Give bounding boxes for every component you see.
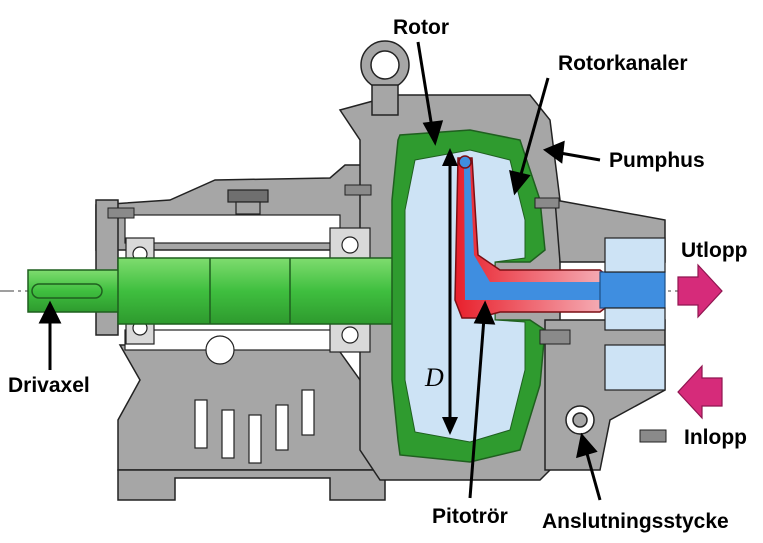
- diameter-label: D: [424, 363, 444, 392]
- label-pitotror: Pitotrör: [432, 505, 508, 528]
- eye-bolt-hole: [370, 50, 400, 80]
- label-pumphus: Pumphus: [609, 149, 705, 172]
- label-drivaxel: Drivaxel: [8, 374, 90, 397]
- label-inlopp: Inlopp: [684, 426, 747, 449]
- inlet-arrow: [677, 364, 723, 420]
- outlet-flow: [599, 271, 666, 309]
- frame-fins: [194, 389, 315, 464]
- rotor-leader: [416, 41, 434, 129]
- pumphus-leader-head: [542, 140, 565, 164]
- pitotror-leader-head: [473, 300, 496, 325]
- drive-shaft: [27, 257, 419, 325]
- anslutningsstycke-leader: [584, 449, 602, 501]
- anslutningsstycke-leader-head: [576, 432, 598, 459]
- label-rotorkanaler: Rotorkanaler: [558, 52, 688, 75]
- rotor-leader-head: [422, 120, 444, 146]
- connection-piece: [565, 405, 595, 435]
- outlet-flange: [604, 237, 666, 331]
- leader-lines: [38, 41, 602, 501]
- rotorkanaler-leader-head: [509, 170, 531, 196]
- casing-bolts: [107, 184, 667, 443]
- drivaxel-leader-head: [38, 300, 62, 324]
- pumphus-leader: [559, 151, 601, 162]
- oil-fill-cap: [227, 189, 269, 215]
- outlet-arrow: [677, 263, 723, 319]
- inlet-flange: [604, 344, 666, 391]
- label-utlopp: Utlopp: [681, 239, 747, 262]
- label-anslutningsstycke: Anslutningsstycke: [542, 510, 729, 533]
- pitotror-leader: [468, 317, 486, 499]
- diameter-marker: [442, 148, 458, 435]
- label-rotor: Rotor: [393, 16, 449, 39]
- rotorkanaler-leader: [518, 77, 550, 179]
